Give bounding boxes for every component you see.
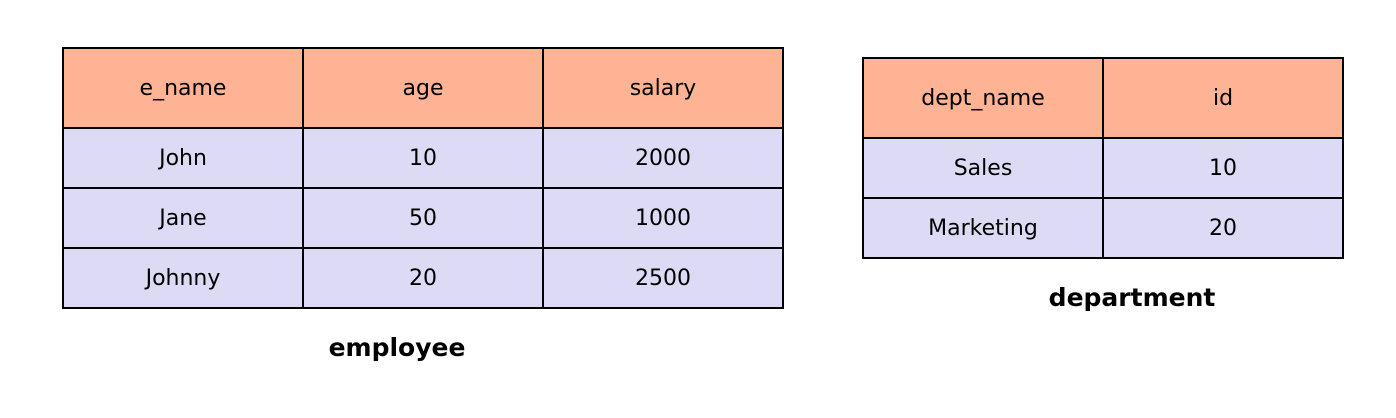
- table-row: John 10 2000: [62, 127, 784, 189]
- table-cell: 2000: [542, 127, 784, 189]
- table-cell: 1000: [542, 187, 784, 249]
- table-cell: 10: [1102, 137, 1344, 199]
- table-cell: 50: [302, 187, 544, 249]
- table-row: Jane 50 1000: [62, 187, 784, 249]
- table-cell: Sales: [862, 137, 1104, 199]
- employee-table-caption: employee: [328, 333, 466, 362]
- table-cell: 10: [302, 127, 544, 189]
- table-cell: 2500: [542, 247, 784, 309]
- employee-table: e_name age salary John 10 2000 Jane 50 1…: [62, 47, 784, 309]
- table-cell: Marketing: [862, 197, 1104, 259]
- table-row: Johnny 20 2500: [62, 247, 784, 309]
- department-table-caption: department: [1048, 283, 1216, 312]
- department-table: dept_name id Sales 10 Marketing 20: [862, 57, 1344, 259]
- table-cell: 20: [302, 247, 544, 309]
- table-row: Sales 10: [862, 137, 1344, 199]
- header-cell-e-name: e_name: [62, 47, 304, 129]
- table-cell: Jane: [62, 187, 304, 249]
- header-cell-dept-name: dept_name: [862, 57, 1104, 139]
- table-header-row: dept_name id: [862, 57, 1344, 139]
- table-cell: Johnny: [62, 247, 304, 309]
- table-header-row: e_name age salary: [62, 47, 784, 129]
- table-cell: John: [62, 127, 304, 189]
- header-cell-age: age: [302, 47, 544, 129]
- table-row: Marketing 20: [862, 197, 1344, 259]
- header-cell-salary: salary: [542, 47, 784, 129]
- table-cell: 20: [1102, 197, 1344, 259]
- header-cell-id: id: [1102, 57, 1344, 139]
